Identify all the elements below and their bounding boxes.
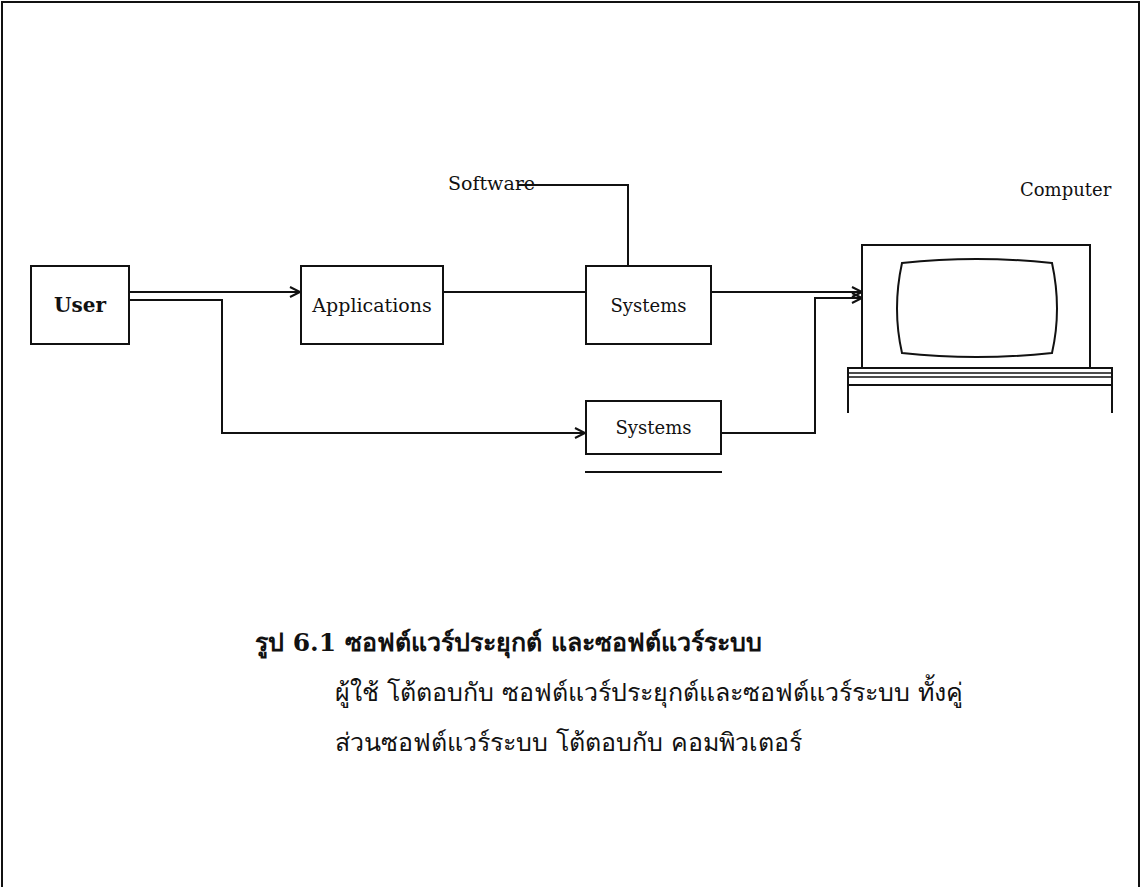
software-label: Software [448, 172, 535, 194]
box-label: User [54, 293, 106, 317]
monitor-body [862, 245, 1090, 368]
computer-figure: Computer [862, 175, 1112, 415]
base-line [848, 376, 1112, 378]
desk-leg [848, 385, 1112, 413]
connector-arrow [130, 291, 300, 293]
underline-mark [585, 471, 722, 473]
box-label: Systems [616, 417, 692, 438]
connector-arrow [712, 291, 862, 293]
computer-base [848, 368, 1112, 385]
user-box: User [30, 265, 130, 345]
base-line [848, 372, 1112, 374]
system-box: Systems [585, 265, 712, 345]
computer-illustration [862, 175, 1112, 415]
box-label: Applications [312, 294, 431, 316]
box-label: Systems [611, 295, 687, 316]
figure-caption: รูป 6.1 ซอฟต์แวร์ประยุกต์ และซอฟต์แวร์ระ… [255, 622, 762, 662]
system-box: Systems [585, 400, 722, 455]
connector-arrow [444, 291, 585, 293]
connector-arrow [722, 298, 862, 433]
application-box: Applications [300, 265, 444, 345]
leader-line [518, 185, 628, 265]
computer-label: Computer [1020, 179, 1111, 200]
caption-line: ส่วนซอฟต์แวร์ระบบ โต้ตอบกับ คอมพิวเตอร์ [335, 722, 802, 762]
monitor-screen [897, 259, 1057, 357]
caption-line: ผู้ใช้ โต้ตอบกับ ซอฟต์แวร์ประยุกต์และซอฟ… [335, 672, 963, 712]
